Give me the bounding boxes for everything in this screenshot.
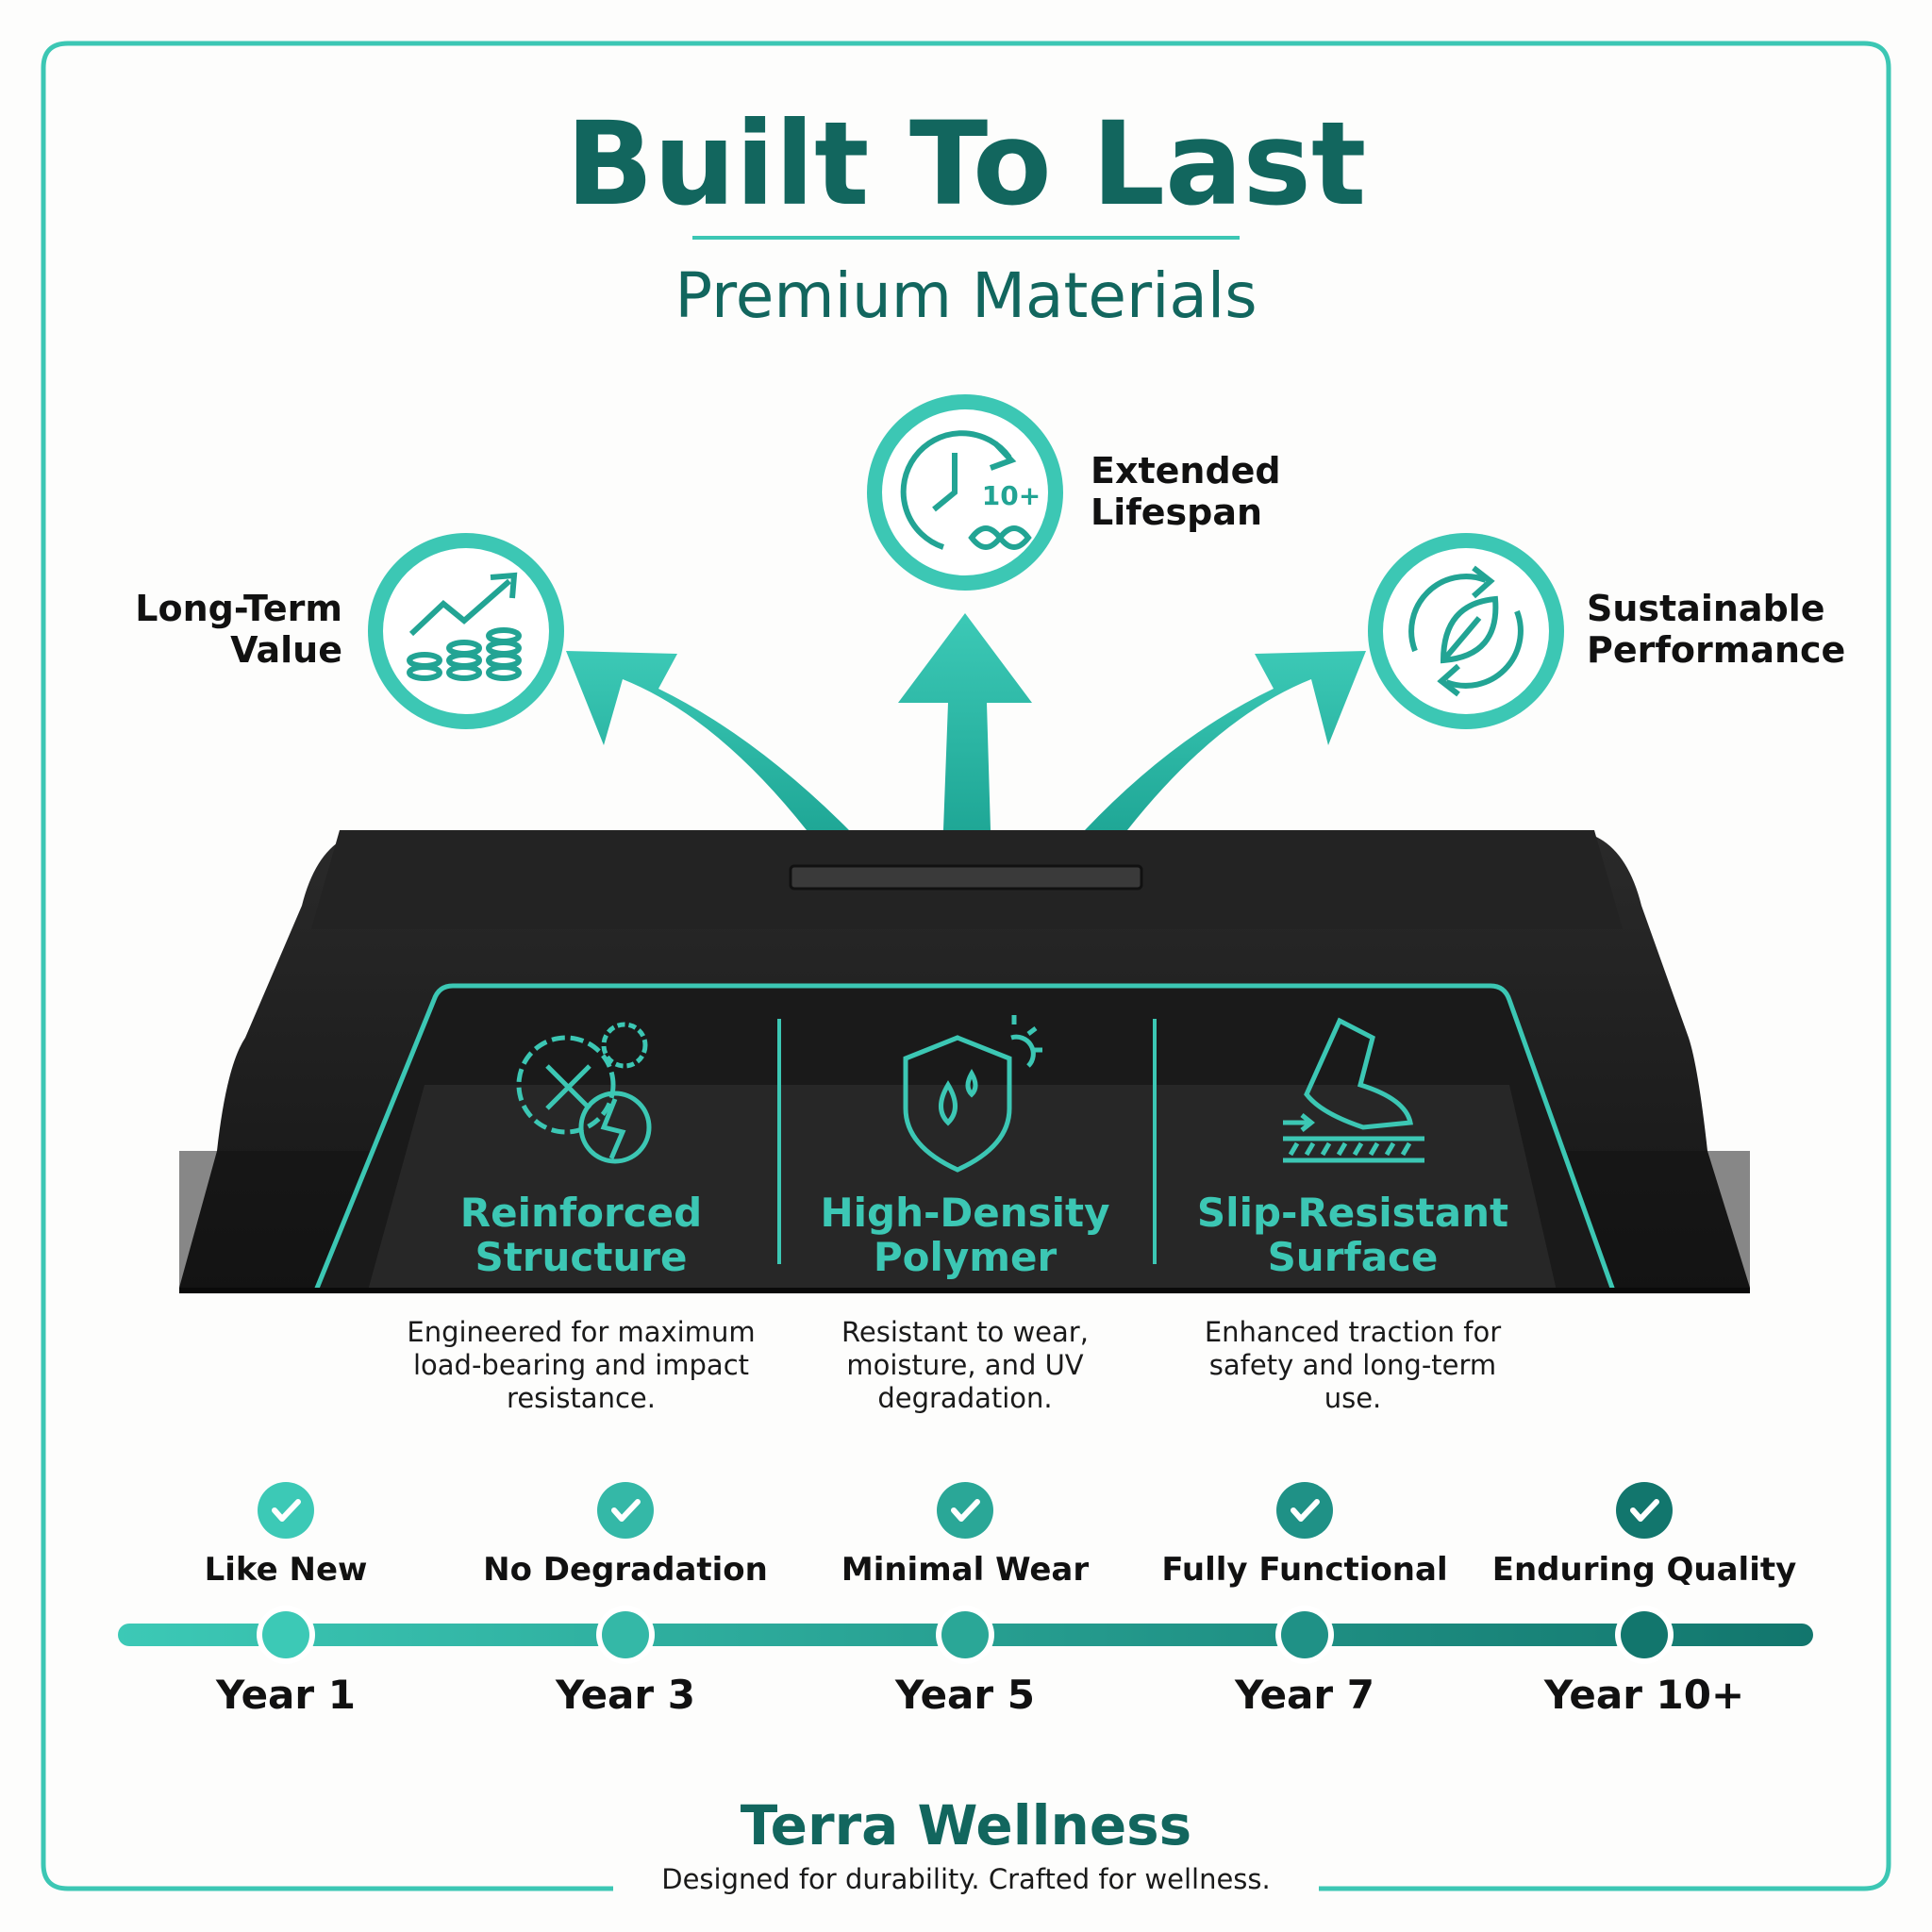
feature-title-line1: Reinforced: [460, 1190, 702, 1236]
checkmark: [1291, 1499, 1320, 1522]
frame-border: [41, 41, 1891, 1891]
boot-traction-icon: [1283, 1017, 1424, 1163]
benefit-label-line2: Performance: [1587, 629, 1845, 671]
recycle-leaf-icon: [1408, 565, 1524, 697]
milestone-year: Year 1: [215, 1672, 356, 1718]
page-subtitle: Premium Materials: [675, 259, 1257, 332]
title-underline: [692, 236, 1240, 240]
benefit-label-line1: Long-Term: [135, 588, 342, 629]
milestone-status: No Degradation: [483, 1551, 768, 1589]
check-icon: [937, 1482, 993, 1539]
growth-coins-icon: [407, 572, 522, 681]
checkmark: [1630, 1499, 1659, 1522]
check-icon: [1276, 1482, 1333, 1539]
timeline-node: [262, 1611, 309, 1658]
feature-title-line2: Polymer: [874, 1234, 1058, 1280]
feature-title-line2: Surface: [1268, 1234, 1439, 1280]
milestone-status: Fully Functional: [1161, 1551, 1447, 1589]
arrow-left: [566, 651, 849, 830]
feature-title-line2: Structure: [475, 1234, 687, 1280]
check-icon: [1616, 1482, 1673, 1539]
brand-tagline: Designed for durability. Crafted for wel…: [661, 1863, 1271, 1895]
feature-high-density-polymer: High-Density Polymer Resistant to wear, …: [820, 1190, 1109, 1414]
feature-desc-line: resistance.: [507, 1382, 656, 1414]
milestone-year: Year 5: [894, 1672, 1035, 1718]
clock-infinity-icon: [900, 430, 1032, 550]
benefit-long-term-value: Long-Term Value: [135, 533, 564, 729]
feature-title-line1: Slip-Resistant: [1197, 1190, 1508, 1236]
feature-desc-line: load-bearing and impact: [413, 1349, 749, 1381]
feature-desc-line: Enhanced traction for: [1205, 1316, 1501, 1348]
milestone-status: Like New: [205, 1551, 368, 1589]
milestone-status: Enduring Quality: [1492, 1551, 1797, 1589]
brand-name: Terra Wellness: [741, 1793, 1191, 1857]
step-platform: [179, 830, 1750, 1293]
timeline-node: [941, 1611, 989, 1658]
benefit-label-line2: Lifespan: [1091, 491, 1262, 533]
page-title: Built To Last: [566, 97, 1367, 231]
shield-drop-sun-icon: [903, 1015, 1042, 1173]
check-icon: [258, 1482, 314, 1539]
timeline-node: [602, 1611, 649, 1658]
check-icon: [597, 1482, 654, 1539]
lifespan-badge: 10+: [982, 480, 1041, 511]
feature-reinforced-structure: Reinforced Structure Engineered for maxi…: [407, 1190, 755, 1414]
milestone-year: Year 3: [555, 1672, 695, 1718]
milestone-status: Minimal Wear: [841, 1551, 1090, 1589]
benefit-label-line1: Extended: [1091, 450, 1281, 491]
milestone-year: Year 7: [1234, 1672, 1374, 1718]
feature-desc-line: use.: [1324, 1382, 1382, 1414]
benefit-label-line1: Sustainable: [1587, 588, 1825, 629]
checkmark: [272, 1499, 301, 1522]
feature-desc-line: moisture, and UV: [846, 1349, 1083, 1381]
feature-slip-resistant-surface: Slip-Resistant Surface Enhanced traction…: [1197, 1190, 1508, 1414]
feature-desc-line: Engineered for maximum: [407, 1316, 755, 1348]
arrow-right: [1085, 651, 1366, 830]
checkmark: [611, 1499, 641, 1522]
benefit-sustainable-performance: Sustainable Performance: [1368, 533, 1845, 729]
milestone-year: Year 10+: [1543, 1672, 1744, 1718]
feature-desc-line: safety and long-term: [1209, 1349, 1496, 1381]
feature-desc-line: Resistant to wear,: [841, 1316, 1089, 1348]
timeline-node: [1621, 1611, 1668, 1658]
timeline-node: [1281, 1611, 1328, 1658]
feature-title-line1: High-Density: [820, 1190, 1109, 1236]
checkmark: [951, 1499, 980, 1522]
benefit-extended-lifespan: 10+ Extended Lifespan: [867, 394, 1281, 591]
arrows: [566, 613, 1366, 830]
benefit-label-line2: Value: [230, 629, 342, 671]
arrow-center: [898, 613, 1032, 830]
feature-desc-line: degradation.: [877, 1382, 1052, 1414]
gears-crack-icon: [516, 1022, 652, 1164]
platform-handle: [789, 864, 1143, 891]
